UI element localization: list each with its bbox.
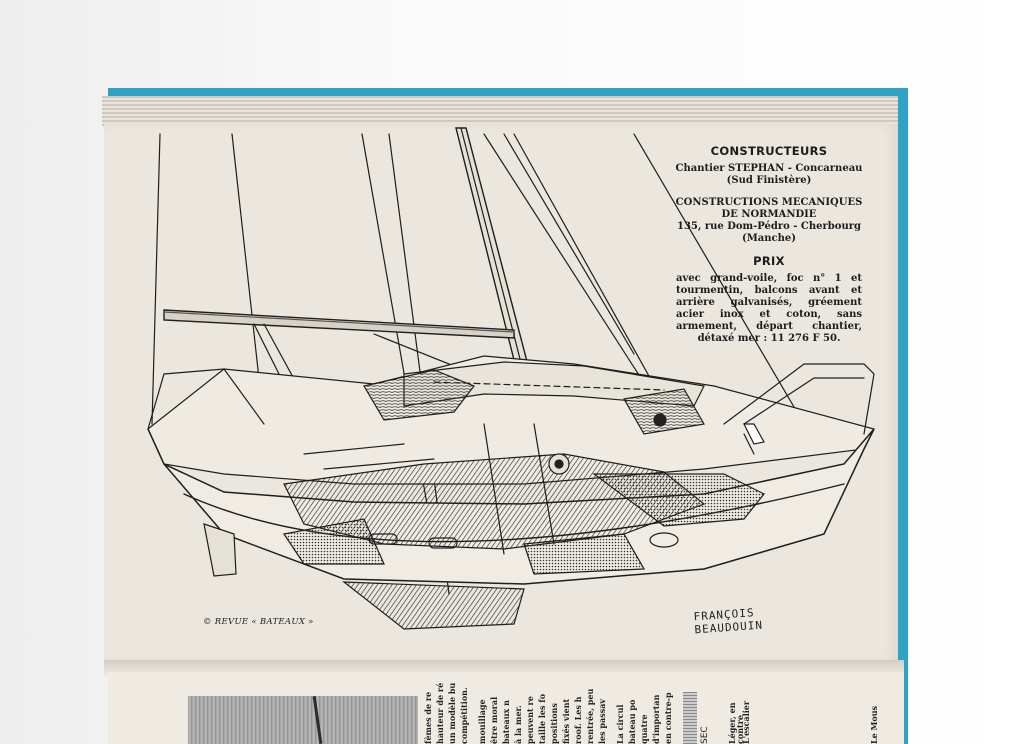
builder-2-line-3: 135, rue Dom-Pédro - Cherbourg	[676, 221, 861, 232]
stern-pulpit	[147, 368, 265, 430]
bow-pulpit	[723, 363, 875, 435]
builder-2-line-2: DE NORMANDIE	[721, 209, 817, 220]
shroud-line	[483, 133, 665, 415]
boom	[163, 309, 515, 339]
section-box	[683, 692, 697, 744]
prix-text: avec grand-voile, foc n° 1 et tourmentin…	[676, 273, 862, 344]
artist-signature: FRANÇOIS BEAUDOUIN	[693, 606, 763, 636]
lower-photo	[188, 696, 418, 744]
builder-1: Chantier STEPHAN - Concarneau (Sud Finis…	[672, 163, 866, 187]
constructeurs-heading: CONSTRUCTEURS	[710, 144, 828, 158]
lower-text-column: compétition.	[460, 687, 469, 744]
builder-2-line-4: (Manche)	[741, 233, 796, 244]
builder-1-line-1: Chantier STEPHAN - Concarneau	[675, 163, 863, 174]
copyright-notice: © REVUE « BATEAUX »	[203, 617, 314, 627]
lower-text-column: L'escalier	[742, 700, 751, 744]
page-edges	[102, 96, 898, 126]
shroud-line	[503, 133, 635, 355]
specs-panel: CONSTRUCTEURS Chantier STEPHAN - Concarn…	[672, 145, 866, 345]
keel	[342, 581, 525, 630]
section-label: SEC	[700, 726, 710, 744]
shroud-line	[151, 133, 161, 425]
lower-text-column: en contre-p	[664, 692, 673, 744]
prix-heading: PRIX	[753, 254, 785, 268]
shroud-line	[513, 133, 660, 395]
builder-2: CONSTRUCTIONS MECANIQUES DE NORMANDIE 13…	[672, 197, 866, 245]
lower-text-column: les passav	[598, 698, 607, 744]
sailboat-cutaway-illustration	[147, 127, 875, 630]
builder-1-line-2: (Sud Finistère)	[726, 175, 812, 186]
lower-text-column: Le Mous	[870, 705, 879, 744]
rudder	[203, 523, 237, 577]
hatch-cover	[363, 369, 475, 421]
shroud-line	[633, 133, 805, 425]
builder-2-line-1: CONSTRUCTIONS MECANIQUES	[675, 197, 863, 208]
